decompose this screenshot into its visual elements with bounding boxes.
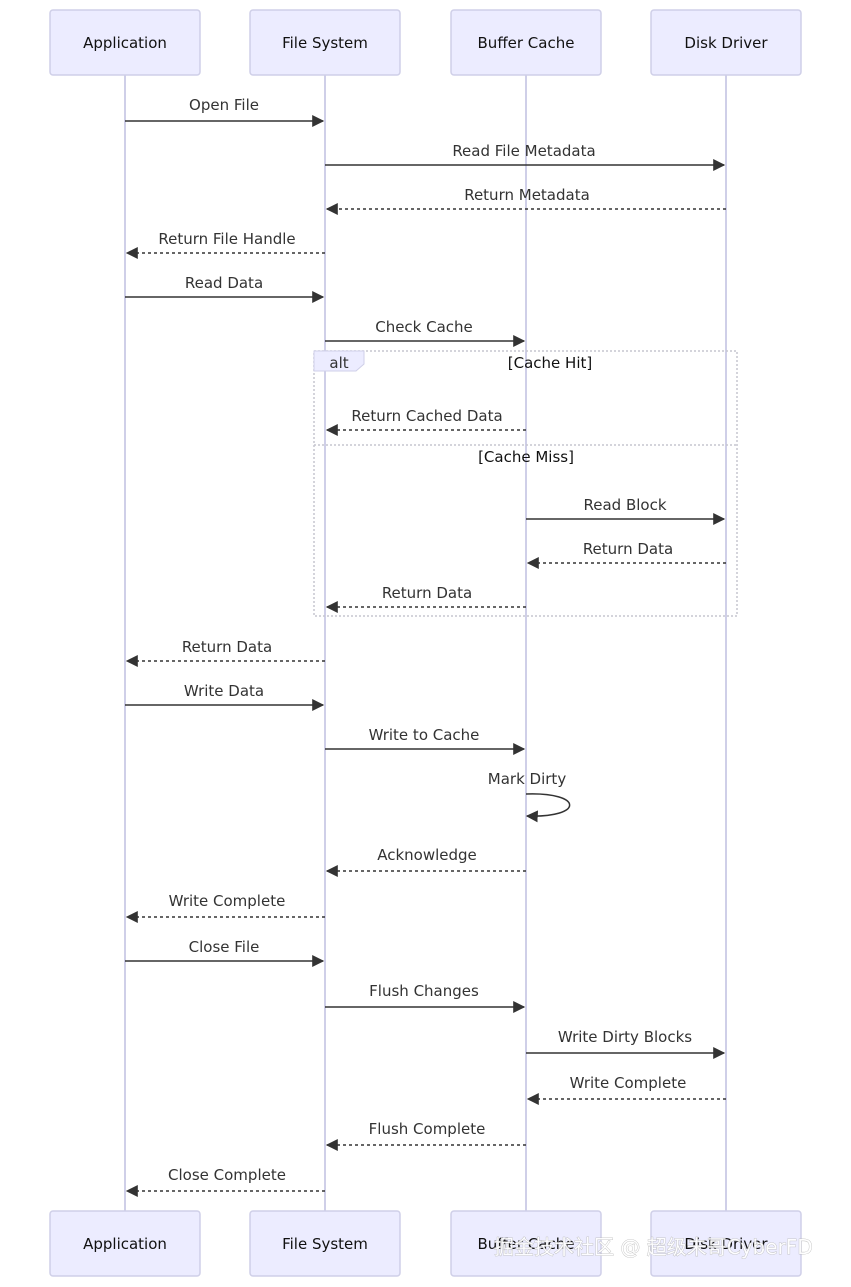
message-return-data-dd-bc: Return Data: [526, 540, 726, 569]
message-label: Read Block: [583, 496, 666, 514]
message-self-loop-arrow: [525, 793, 571, 823]
participant-file-system: File System: [249, 9, 401, 76]
message-flush-changes: Flush Changes: [325, 982, 526, 1013]
message-write-complete-dd-bc: Write Complete: [526, 1074, 726, 1105]
participants-top: Application File System Buffer Cache Dis…: [49, 9, 802, 76]
message-close-complete: Close Complete: [125, 1166, 325, 1197]
participant-label: Disk Driver: [684, 1235, 768, 1253]
message-label: Write Data: [184, 682, 264, 700]
message-label: Return Cached Data: [351, 407, 502, 425]
participant-disk-driver: Disk Driver: [650, 9, 802, 76]
participant-label: Application: [83, 34, 167, 52]
message-label: Write to Cache: [369, 726, 480, 744]
message-label: Mark Dirty: [488, 770, 567, 788]
message-acknowledge: Acknowledge: [325, 846, 526, 877]
message-read-data: Read Data: [125, 274, 325, 303]
message-label: Write Complete: [169, 892, 286, 910]
participants-bottom: Application File System Buffer Cache Dis…: [49, 1210, 802, 1277]
message-write-complete-fs-app: Write Complete: [125, 892, 325, 923]
alt-keyword: alt: [329, 354, 348, 372]
message-label: Read File Metadata: [452, 142, 595, 160]
participant-application: Application: [49, 9, 201, 76]
message-label: Return Data: [583, 540, 673, 558]
message-read-block: Read Block: [526, 496, 726, 525]
participant-label: File System: [282, 1235, 368, 1253]
message-label: Flush Changes: [369, 982, 479, 1000]
participant-label: Buffer Cache: [478, 1235, 575, 1253]
message-label: Read Data: [185, 274, 263, 292]
participant-label: Disk Driver: [684, 34, 768, 52]
message-return-data-bc-fs: Return Data: [325, 584, 526, 613]
messages: Open File Read File Metadata Return Meta…: [125, 96, 726, 1197]
participant-buffer-cache: Buffer Cache: [450, 9, 602, 76]
message-return-data-fs-app: Return Data: [125, 638, 325, 667]
participant-label: File System: [282, 34, 368, 52]
message-mark-dirty: Mark Dirty: [488, 770, 571, 823]
alt-condition-cache-miss: [Cache Miss]: [478, 448, 574, 466]
alt-frame-tab: [313, 350, 365, 372]
message-label: Close Complete: [168, 1166, 286, 1184]
message-label: Return Data: [182, 638, 272, 656]
message-return-cached-data: Return Cached Data: [325, 407, 526, 436]
message-label: Check Cache: [375, 318, 473, 336]
message-label: Acknowledge: [377, 846, 477, 864]
participant-file-system-bottom: File System: [249, 1210, 401, 1277]
message-write-data: Write Data: [125, 682, 325, 711]
participant-application-bottom: Application: [49, 1210, 201, 1277]
alt-frame: alt [Cache Hit] [Cache Miss]: [313, 350, 738, 617]
lifelines: [124, 75, 727, 1211]
message-write-dirty-blocks: Write Dirty Blocks: [526, 1028, 726, 1059]
message-open-file: Open File: [125, 96, 325, 127]
participant-label: Buffer Cache: [478, 34, 575, 52]
message-label: Close File: [189, 938, 260, 956]
message-write-to-cache: Write to Cache: [325, 726, 526, 755]
participant-label: Application: [83, 1235, 167, 1253]
message-read-file-metadata: Read File Metadata: [325, 142, 726, 171]
message-label: Write Dirty Blocks: [558, 1028, 692, 1046]
message-label: Write Complete: [570, 1074, 687, 1092]
message-return-file-handle: Return File Handle: [125, 230, 325, 259]
message-flush-complete: Flush Complete: [325, 1120, 526, 1151]
message-label: Return Data: [382, 584, 472, 602]
message-close-file: Close File: [125, 938, 325, 967]
alt-condition-cache-hit: [Cache Hit]: [508, 354, 592, 372]
message-label: Flush Complete: [369, 1120, 486, 1138]
message-return-metadata: Return Metadata: [325, 186, 726, 215]
watermark-text: 掘金技术社区 @ 超级未哥CyberFD: [494, 1235, 813, 1259]
message-label: Open File: [189, 96, 259, 114]
participant-buffer-cache-bottom: Buffer Cache: [450, 1210, 602, 1277]
message-label: Return File Handle: [158, 230, 295, 248]
participant-disk-driver-bottom: Disk Driver: [650, 1210, 802, 1277]
message-label: Return Metadata: [464, 186, 590, 204]
message-check-cache: Check Cache: [325, 318, 526, 347]
